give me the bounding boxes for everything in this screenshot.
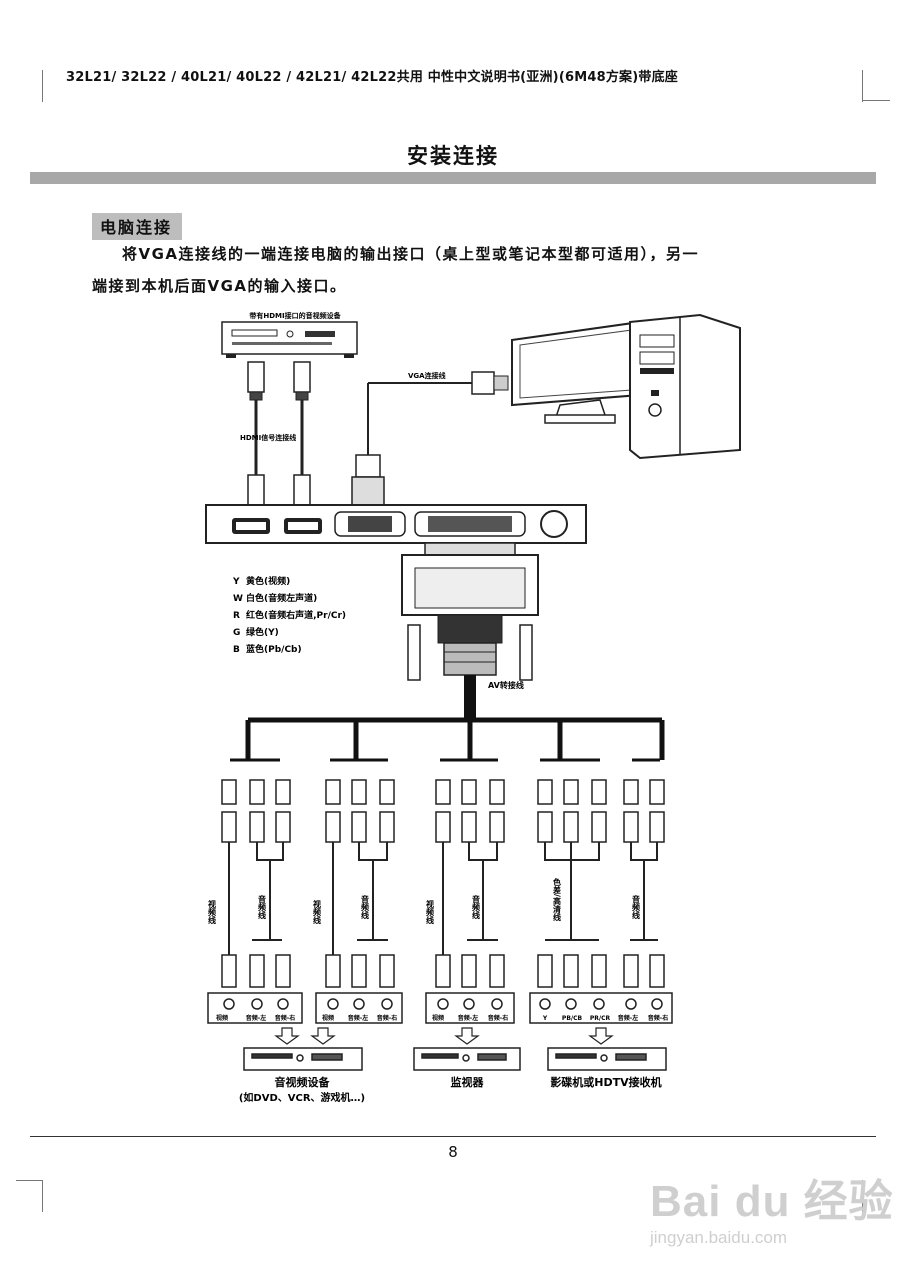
cable-type-label: 视频线 [313, 899, 322, 925]
rca-plugs [221, 779, 665, 843]
port-label: PR/CR [590, 1015, 611, 1022]
watermark: Bai du 经验 jingyan.baidu.com [630, 1150, 893, 1270]
legend-text: 黄色(视频) [246, 575, 290, 587]
legend-text: 白色(音频左声道) [246, 592, 317, 604]
port-label: 音频-右 [377, 1014, 398, 1022]
footer-rule [30, 1136, 876, 1137]
cable-type-label: 音频线 [632, 894, 641, 920]
device-label: 音视频设备 [275, 1075, 331, 1089]
paragraph-line: 将VGA连接线的一端连接电脑的输出接口（桌上型或笔记本型都可适用），另一 [122, 245, 700, 263]
crop-mark [862, 100, 890, 101]
page-number: 8 [448, 1143, 458, 1161]
port-label: 视频 [432, 1014, 444, 1022]
cable-type-label: 音频线 [258, 894, 267, 920]
av-device [243, 1047, 363, 1071]
device-label: 监视器 [451, 1075, 485, 1089]
page-title: 安装连接 [407, 144, 499, 168]
legend-letter: R [233, 611, 240, 621]
device-port-panels [207, 992, 673, 1024]
port-label: Y [542, 1015, 548, 1022]
port-label: 音频-左 [458, 1014, 479, 1022]
legend-letter: Y [232, 577, 240, 587]
av-connector [401, 542, 539, 720]
legend-letter: W [233, 594, 243, 604]
legend-text: 蓝色(Pb/Cb) [246, 643, 302, 655]
running-header: 32L21/ 32L22 / 40L21/ 40L22 / 42L21/ 42L… [66, 70, 678, 85]
rca-plugs-lower [221, 954, 665, 988]
crop-mark [862, 1180, 863, 1212]
device-label: 影碟机或HDTV接收机 [550, 1075, 661, 1089]
vga-cable [351, 371, 509, 506]
port-label: 音频-右 [275, 1014, 296, 1022]
cable-type-label: 音频线 [472, 894, 481, 920]
port-label: 视频 [216, 1014, 228, 1022]
port-label: 音频-左 [246, 1014, 267, 1022]
device-label: (如DVD、VCR、游戏机…) [239, 1091, 365, 1104]
section-heading: 电脑连接 [92, 213, 183, 240]
watermark-url: jingyan.baidu.com [650, 1228, 788, 1247]
av-cable-harness [230, 717, 665, 762]
cable-type-label: 色差/高清线 [553, 877, 562, 922]
crop-mark [16, 1180, 42, 1181]
tv-back-panel [205, 504, 587, 544]
cable-type-label: 视频线 [426, 899, 435, 925]
legend-letter: G [233, 628, 240, 638]
vga-cable-label: VGA连接线 [408, 371, 446, 380]
hdmi-cable [247, 361, 311, 506]
port-label: 音频-右 [488, 1014, 509, 1022]
legend-text: 绿色(Y) [246, 626, 279, 638]
crop-mark [42, 70, 43, 102]
port-label: 音频-左 [618, 1014, 639, 1022]
paragraph-line: 端接到本机后面VGA的输入接口。 [92, 277, 347, 295]
computer [511, 313, 741, 460]
hdmi-cable-label: HDMI信号连接线 [240, 433, 296, 442]
color-legend: Y 黄色(视频) W 白色(音频左声道) R 红色(音频右声道,Pr/Cr) G… [232, 575, 346, 655]
section-paragraph: 将VGA连接线的一端连接电脑的输出接口（桌上型或笔记本型都可适用），另一 端接到… [92, 238, 812, 302]
hdmi-av-device: 带有HDMI接口的音视频设备 [221, 311, 358, 358]
hdtv-device [547, 1047, 667, 1071]
port-label: 音频-右 [648, 1014, 669, 1022]
port-label: 视频 [322, 1014, 334, 1022]
crop-mark [862, 70, 863, 102]
av-cable-label: AV转接线 [488, 680, 524, 690]
hdmi-device-label: 带有HDMI接口的音视频设备 [249, 311, 341, 320]
watermark-brand: Bai du 经验 [650, 1177, 894, 1226]
port-label: 音频-左 [348, 1014, 369, 1022]
cable-type-label: 视频线 [208, 899, 217, 925]
legend-text: 红色(音频右声道,Pr/Cr) [246, 609, 346, 621]
crop-mark [42, 1180, 43, 1212]
legend-letter: B [233, 645, 240, 655]
av-cables-lower [228, 842, 658, 960]
cable-type-label: 音频线 [361, 894, 370, 920]
monitor-device [413, 1047, 521, 1071]
connection-arrows [274, 1027, 614, 1045]
title-rule [30, 172, 876, 184]
port-label: PB/CB [562, 1015, 583, 1022]
